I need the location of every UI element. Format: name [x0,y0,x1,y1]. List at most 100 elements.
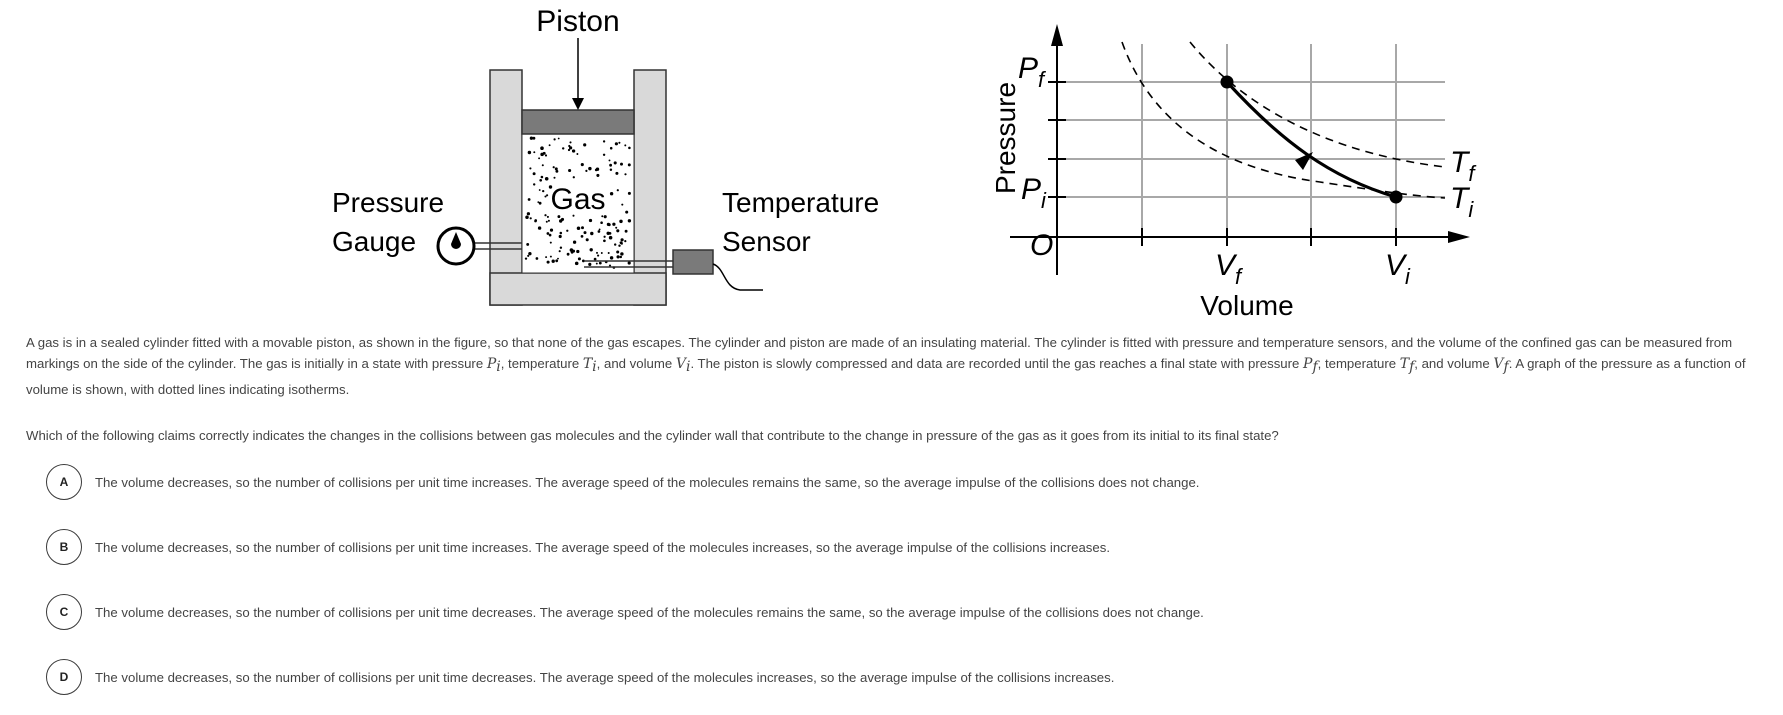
gas-particle [612,222,616,226]
gas-particle [585,169,588,172]
choice-text-c[interactable]: The volume decreases, so the number of c… [95,604,1204,620]
gas-particle [608,159,611,162]
gas-particle [548,185,553,189]
gas-particle [625,210,629,214]
gas-particle [603,215,607,219]
gas-particle [526,242,530,246]
pressure-volume-graph: Pf Pi O Vf Vi Tf Ti Pressure Volume [990,24,1477,321]
gas-particle [616,229,620,233]
gas-particle [546,232,550,235]
gas-particle [569,146,573,150]
cylinder-right-wall [633,69,667,306]
gas-particle [525,215,529,220]
gas-particle [541,164,544,167]
choice-letter-d[interactable]: D [46,659,82,695]
gas-particle [598,228,601,231]
gas-particle [619,241,622,244]
gas-particle [549,255,552,258]
gas-particle [609,256,614,260]
gas-particle [539,178,543,182]
gas-particle [624,229,628,233]
gas-particle [627,261,631,265]
gas-particle [606,222,611,227]
gas-particle [527,198,531,201]
answer-choice-b[interactable]: B The volume decreases, so the number of… [46,527,1746,567]
gas-particle [589,248,593,252]
gas-particle [561,147,565,150]
gas-particle [547,219,550,222]
tf-label: Tf [1450,146,1477,186]
gas-particle [538,157,541,160]
gas-particle [538,189,541,191]
gas-particle [544,214,547,217]
gas-particle [624,240,627,243]
gas-particle [577,257,581,261]
gas-particle [552,166,555,169]
gas-particle [546,194,549,197]
gas-particle [583,231,587,235]
vi-label: Vi [1385,249,1411,289]
initial-state-point [1389,190,1403,204]
piston [521,109,635,135]
gas-particle [620,162,623,166]
answer-choice-a[interactable]: A The volume decreases, so the number of… [46,462,1746,502]
answer-choice-d[interactable]: D The volume decreases, so the number of… [46,657,1746,697]
gas-particle [545,256,548,259]
x-axis-arrowhead [1448,231,1470,243]
gas-particle [567,148,571,152]
gas-particle [594,168,598,172]
gas-particle [624,144,627,147]
y-axis-label: Pressure [990,82,1021,194]
choice-text-d[interactable]: The volume decreases, so the number of c… [95,669,1115,685]
choice-letter-a[interactable]: A [46,464,82,500]
gas-particle [540,175,544,179]
choice-text-a[interactable]: The volume decreases, so the number of c… [95,474,1200,490]
gas-particle [570,250,574,254]
gas-particle [601,215,604,218]
gas-particle [616,250,620,254]
gas-particle [557,257,559,260]
gas-particle [600,252,603,254]
gas-particle [609,192,614,196]
question-stem: Which of the following claims correctly … [26,428,1279,443]
gas-particle [595,262,598,265]
gas-particle [533,151,536,154]
choice-text-b[interactable]: The volume decreases, so the number of c… [95,539,1110,555]
gas-particle [576,153,579,155]
gas-particle [590,231,594,236]
gas-particle [576,249,580,254]
gas-particle [614,243,617,246]
gas-particle [540,146,544,150]
gas-particle [532,183,536,186]
final-state-point [1220,75,1234,89]
gas-particle [549,241,552,244]
choice-letter-b[interactable]: B [46,529,82,565]
gas-particle [529,167,532,170]
gas-particle [597,230,601,233]
gas-particle [588,218,593,223]
ti-label: Ti [1450,182,1474,222]
gas-particle [620,238,624,242]
gas-particle [558,234,562,239]
answer-choice-c[interactable]: C The volume decreases, so the number of… [46,592,1746,632]
cylinder-left-wall [489,69,523,306]
gas-particle [528,252,532,256]
gas-particle [627,191,631,195]
gauge-needle [451,232,461,249]
gas-particle [572,176,575,179]
gas-particle [621,203,624,206]
gas-particle [619,255,623,259]
gas-particle [568,168,572,173]
gas-particle [615,226,618,229]
gas-particle [613,161,617,165]
gas-particle [603,235,606,238]
gas-particle [596,173,600,177]
choice-letter-c[interactable]: C [46,594,82,630]
gas-particle [583,143,587,147]
gas-label: Gas [550,183,605,216]
gas-particle [529,217,532,220]
gas-particle [554,167,558,171]
gas-particle [548,144,551,147]
pf-label: Pf [1018,52,1047,92]
gas-particle [529,136,534,140]
